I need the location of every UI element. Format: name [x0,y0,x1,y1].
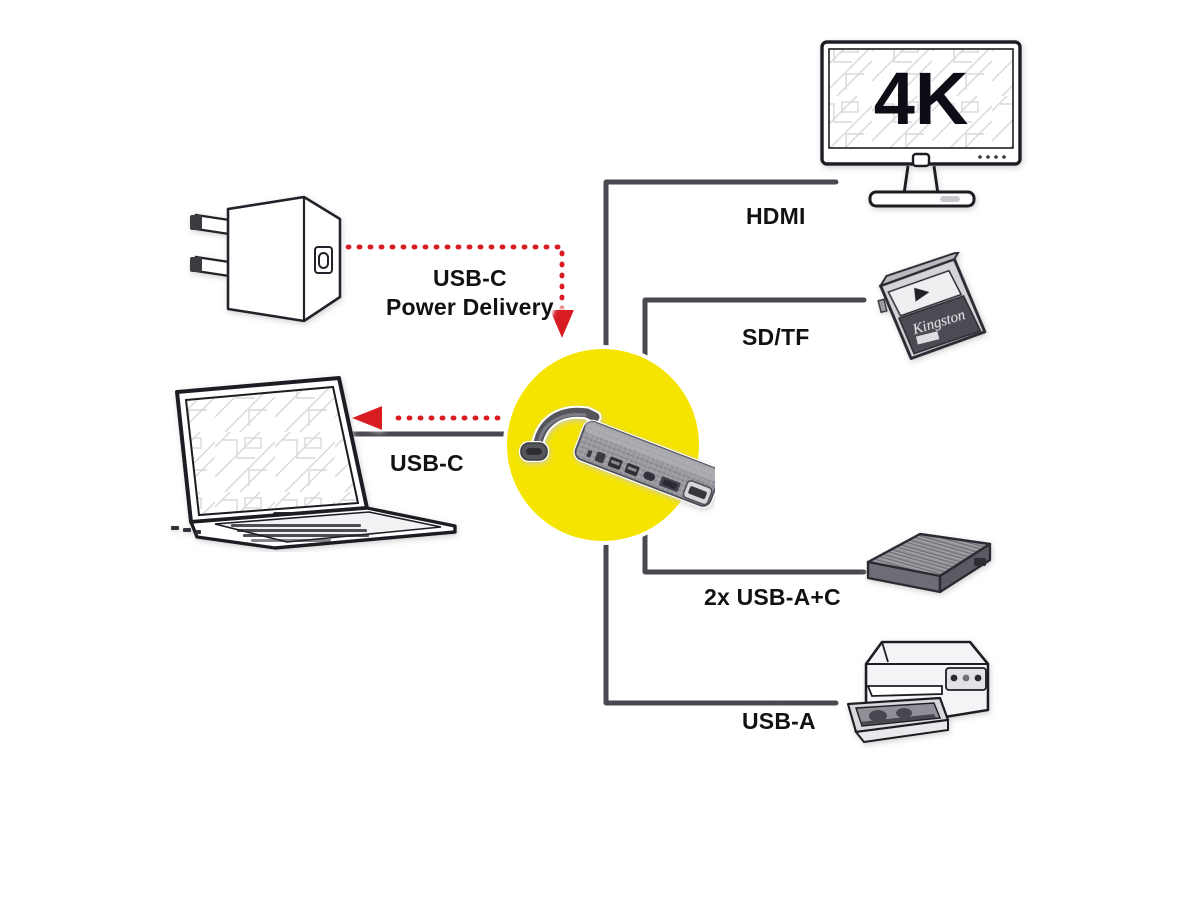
label-hdmi: HDMI [746,203,806,229]
usb-c-hub-illustration [519,405,715,508]
monitor-screen-text: 4K [874,57,969,140]
monitor-4k: 4K [820,40,1022,208]
power-adapter [190,195,342,323]
label-usb-c-power-delivery: USB-C Power Delivery [386,265,554,320]
hub-badge [503,345,715,545]
sd-card: Kingston [877,252,987,360]
arrowhead-left [352,406,382,430]
external-hard-drive [866,532,992,594]
printer [846,640,990,744]
arrowhead-down [550,310,574,338]
label-usb-c: USB-C [390,450,464,476]
laptop [171,376,457,550]
label-usb-a: USB-A [742,708,816,734]
label-usb-a-c: 2x USB-A+C [704,584,841,610]
label-sd-tf: SD/TF [742,324,810,350]
